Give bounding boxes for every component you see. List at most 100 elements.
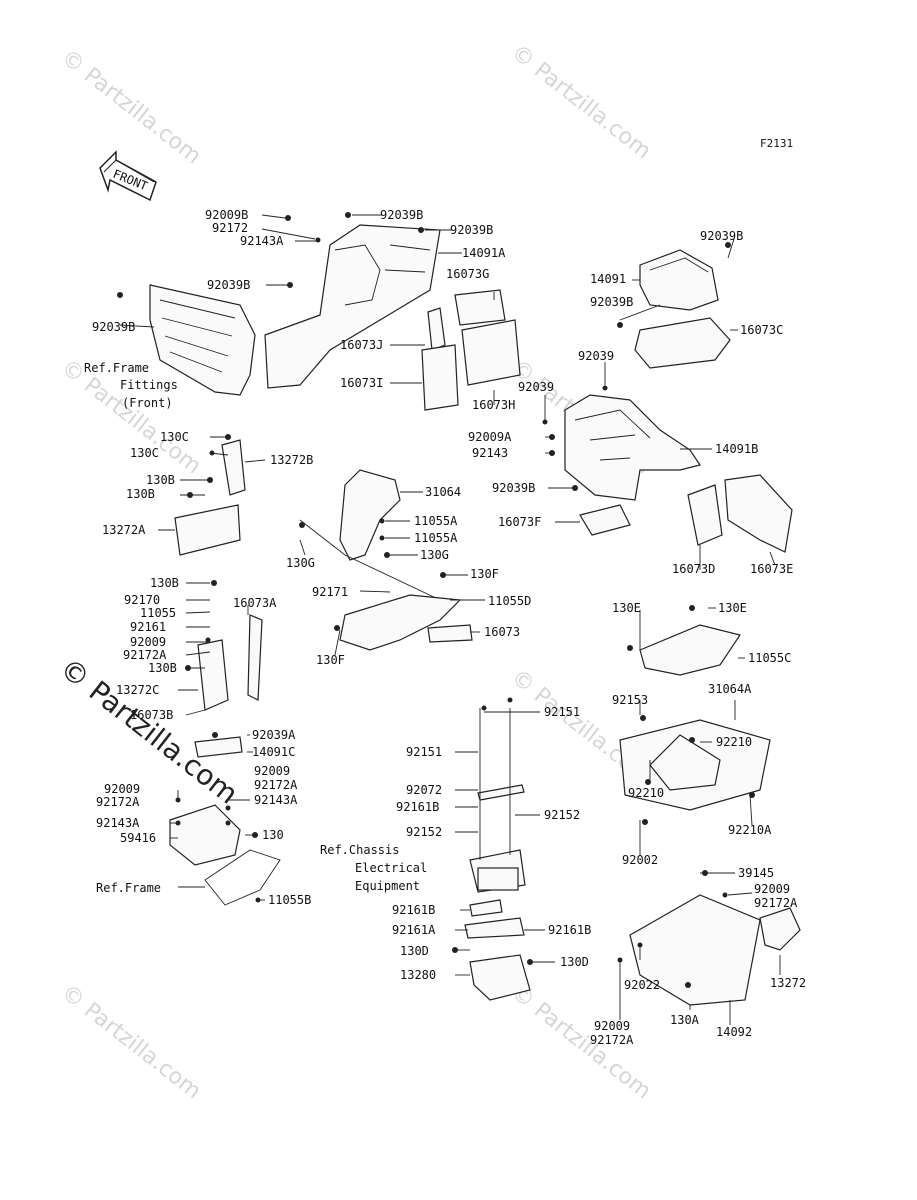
part-label-92039b[interactable]: 92039B bbox=[700, 229, 743, 243]
part-label-92039b[interactable]: 92039B bbox=[590, 295, 633, 309]
part-label-16073h[interactable]: 16073H bbox=[472, 398, 515, 412]
part-label-92161a[interactable]: 92161A bbox=[392, 923, 436, 937]
part-label-14091[interactable]: 14091 bbox=[590, 272, 626, 286]
part-label-92009a[interactable]: 92009A bbox=[468, 430, 512, 444]
part-label-92009[interactable]: 92009 bbox=[254, 764, 290, 778]
part-label-92039b[interactable]: 92039B bbox=[492, 481, 535, 495]
part-label-130g[interactable]: 130G bbox=[286, 556, 315, 570]
part-label-13272b[interactable]: 13272B bbox=[270, 453, 313, 467]
part-label-92152[interactable]: 92152 bbox=[406, 825, 442, 839]
part-label-92161b[interactable]: 92161B bbox=[396, 800, 439, 814]
part-label-92210[interactable]: 92210 bbox=[628, 786, 664, 800]
part-label-13280[interactable]: 13280 bbox=[400, 968, 436, 982]
part-label-13272[interactable]: 13272 bbox=[770, 976, 806, 990]
part-label-92009[interactable]: 92009 bbox=[594, 1019, 630, 1033]
part-label-92161b[interactable]: 92161B bbox=[548, 923, 591, 937]
part-label-16073e[interactable]: 16073E bbox=[750, 562, 793, 576]
bolt-icon bbox=[209, 450, 215, 456]
battery-case-13280 bbox=[469, 954, 531, 1001]
part-label-16073g[interactable]: 16073G bbox=[446, 267, 489, 281]
part-label-14091c[interactable]: 14091C bbox=[252, 745, 295, 759]
part-label-130f[interactable]: 130F bbox=[316, 653, 345, 667]
part-label-92009[interactable]: 92009 bbox=[104, 782, 140, 796]
part-label-14091b[interactable]: 14091B bbox=[715, 442, 758, 456]
part-label-16073f[interactable]: 16073F bbox=[498, 515, 541, 529]
part-label-130b[interactable]: 130B bbox=[146, 473, 175, 487]
part-label-92143a[interactable]: 92143A bbox=[96, 816, 140, 830]
part-label-92009b[interactable]: 92009B bbox=[205, 208, 248, 222]
part-label-92072[interactable]: 92072 bbox=[406, 783, 442, 797]
part-label-14091a[interactable]: 14091A bbox=[462, 246, 506, 260]
part-label-92151[interactable]: 92151 bbox=[544, 705, 580, 719]
part-label-92039[interactable]: 92039 bbox=[578, 349, 614, 363]
part-label-92009[interactable]: 92009 bbox=[130, 635, 166, 649]
part-label-11055d[interactable]: 11055D bbox=[488, 594, 531, 608]
part-label-130b[interactable]: 130B bbox=[148, 661, 177, 675]
part-label-92172a[interactable]: 92172A bbox=[123, 648, 167, 662]
part-label-92172a[interactable]: 92172A bbox=[96, 795, 140, 809]
part-label-92039b[interactable]: 92039B bbox=[207, 278, 250, 292]
part-label-92143a[interactable]: 92143A bbox=[254, 793, 298, 807]
part-label-92143[interactable]: 92143 bbox=[472, 446, 508, 460]
part-label-92152[interactable]: 92152 bbox=[544, 808, 580, 822]
part-label-130[interactable]: 130 bbox=[262, 828, 284, 842]
part-label-92039b[interactable]: 92039B bbox=[92, 320, 135, 334]
part-label-130d[interactable]: 130D bbox=[400, 944, 429, 958]
part-label-16073c[interactable]: 16073C bbox=[740, 323, 783, 337]
part-label-92172a[interactable]: 92172A bbox=[590, 1033, 634, 1047]
part-label-92022[interactable]: 92022 bbox=[624, 978, 660, 992]
part-label-92039a[interactable]: 92039A bbox=[252, 728, 296, 742]
part-label-16073b[interactable]: 16073B bbox=[130, 708, 173, 722]
part-label-14092[interactable]: 14092 bbox=[716, 1025, 752, 1039]
bolt-icon bbox=[452, 947, 458, 953]
part-label-16073[interactable]: 16073 bbox=[484, 625, 520, 639]
part-label-92161b[interactable]: 92161B bbox=[392, 903, 435, 917]
part-label-130e[interactable]: 130E bbox=[718, 601, 747, 615]
part-label-92171[interactable]: 92171 bbox=[312, 585, 348, 599]
part-label-59416[interactable]: 59416 bbox=[120, 831, 156, 845]
part-label-92002[interactable]: 92002 bbox=[622, 853, 658, 867]
part-label-92172a[interactable]: 92172A bbox=[754, 896, 798, 910]
part-label-130d[interactable]: 130D bbox=[560, 955, 589, 969]
part-label-92172[interactable]: 92172 bbox=[212, 221, 248, 235]
part-label-92039[interactable]: 92039 bbox=[518, 380, 554, 394]
part-label-130c[interactable]: 130C bbox=[160, 430, 189, 444]
part-label-92172a[interactable]: 92172A bbox=[254, 778, 298, 792]
part-label-130e[interactable]: 130E bbox=[612, 601, 641, 615]
mount-31064 bbox=[339, 469, 401, 561]
bolt-icon bbox=[175, 797, 181, 803]
part-label-31064a[interactable]: 31064A bbox=[708, 682, 752, 696]
part-label-130f[interactable]: 130F bbox=[470, 567, 499, 581]
part-label-130a[interactable]: 130A bbox=[670, 1013, 700, 1027]
part-label-130c[interactable]: 130C bbox=[130, 446, 159, 460]
part-label-92151[interactable]: 92151 bbox=[406, 745, 442, 759]
part-label-39145[interactable]: 39145 bbox=[738, 866, 774, 880]
part-label-13272a[interactable]: 13272A bbox=[102, 523, 146, 537]
bolt-icon bbox=[685, 982, 691, 988]
pad-16073c bbox=[634, 317, 731, 369]
part-label-92153[interactable]: 92153 bbox=[612, 693, 648, 707]
part-label-130b[interactable]: 130B bbox=[150, 576, 179, 590]
part-label-11055a[interactable]: 11055A bbox=[414, 514, 458, 528]
part-label-11055[interactable]: 11055 bbox=[140, 606, 176, 620]
part-label-31064[interactable]: 31064 bbox=[425, 485, 461, 499]
part-label-92210a[interactable]: 92210A bbox=[728, 823, 772, 837]
part-label-130b[interactable]: 130B bbox=[126, 487, 155, 501]
part-label-16073d[interactable]: 16073D bbox=[672, 562, 715, 576]
part-label-92039b[interactable]: 92039B bbox=[380, 208, 423, 222]
part-label-11055b[interactable]: 11055B bbox=[268, 893, 311, 907]
part-label-11055c[interactable]: 11055C bbox=[748, 651, 791, 665]
part-label-92039b[interactable]: 92039B bbox=[450, 223, 493, 237]
part-label-16073a[interactable]: 16073A bbox=[233, 596, 277, 610]
part-label-13272c[interactable]: 13272C bbox=[116, 683, 159, 697]
part-label-92143a[interactable]: 92143A bbox=[240, 234, 284, 248]
part-label-92170[interactable]: 92170 bbox=[124, 593, 160, 607]
part-label-16073j[interactable]: 16073J bbox=[340, 338, 383, 352]
part-label-92009[interactable]: 92009 bbox=[754, 882, 790, 896]
bracket-14091c bbox=[194, 736, 243, 758]
part-label-130g[interactable]: 130G bbox=[420, 548, 449, 562]
part-label-92210[interactable]: 92210 bbox=[716, 735, 752, 749]
part-label-11055a[interactable]: 11055A bbox=[414, 531, 458, 545]
part-label-92161[interactable]: 92161 bbox=[130, 620, 166, 634]
part-label-16073i[interactable]: 16073I bbox=[340, 376, 383, 390]
